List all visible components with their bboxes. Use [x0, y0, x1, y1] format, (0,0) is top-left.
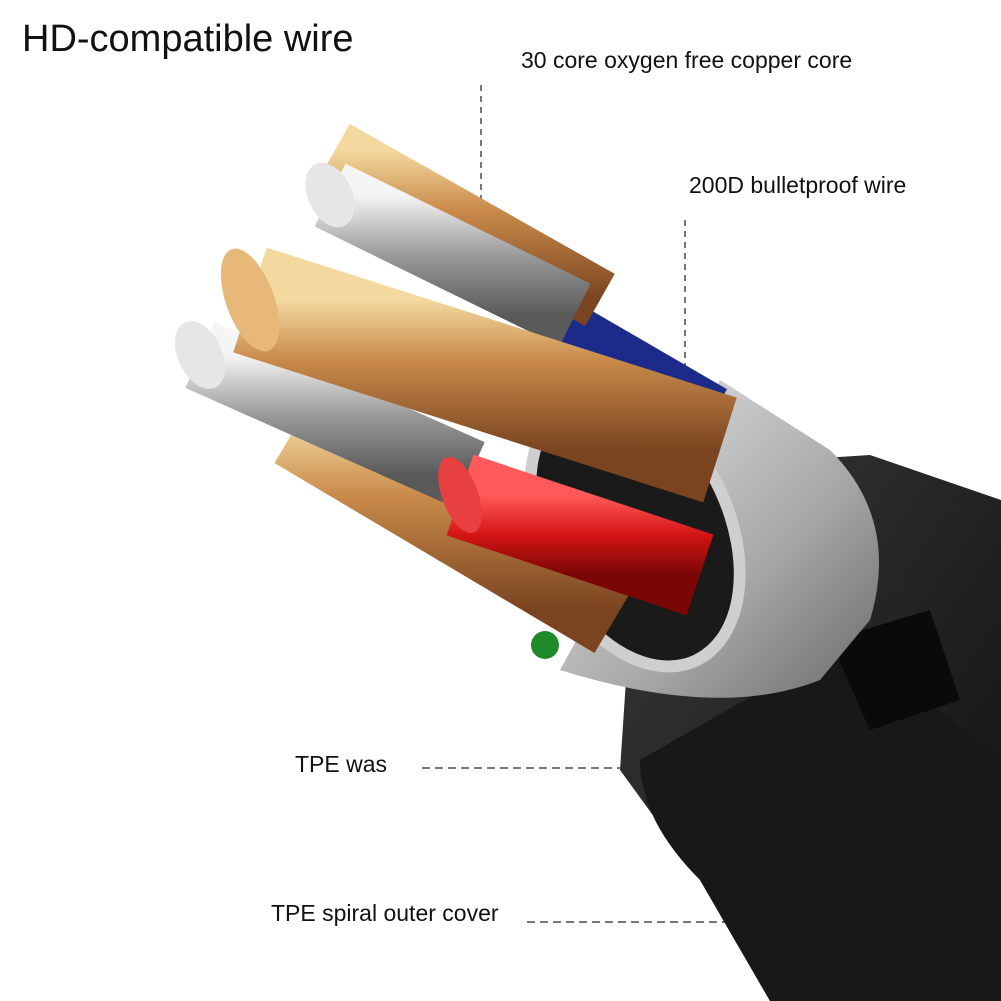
label-tpe-was: TPE was [295, 751, 388, 777]
red-wire-end [438, 456, 482, 534]
label-outer-cover: TPE spiral outer cover [271, 900, 499, 926]
label-copper-core: 30 core oxygen free copper core [521, 47, 853, 73]
label-bulletproof-wire: 200D bulletproof wire [689, 172, 907, 198]
green-wire [531, 631, 559, 659]
tube-end [305, 162, 355, 228]
red-wire [446, 454, 714, 616]
jacket-segment [640, 640, 1001, 1001]
page-title: HD-compatible wire [22, 18, 354, 60]
silver-tube-lower [185, 322, 485, 508]
strand-end [220, 248, 280, 352]
tube-end [174, 321, 226, 389]
jacket-groove [830, 610, 960, 730]
copper-strand-main [233, 247, 737, 503]
silver-tube-top [314, 163, 591, 347]
